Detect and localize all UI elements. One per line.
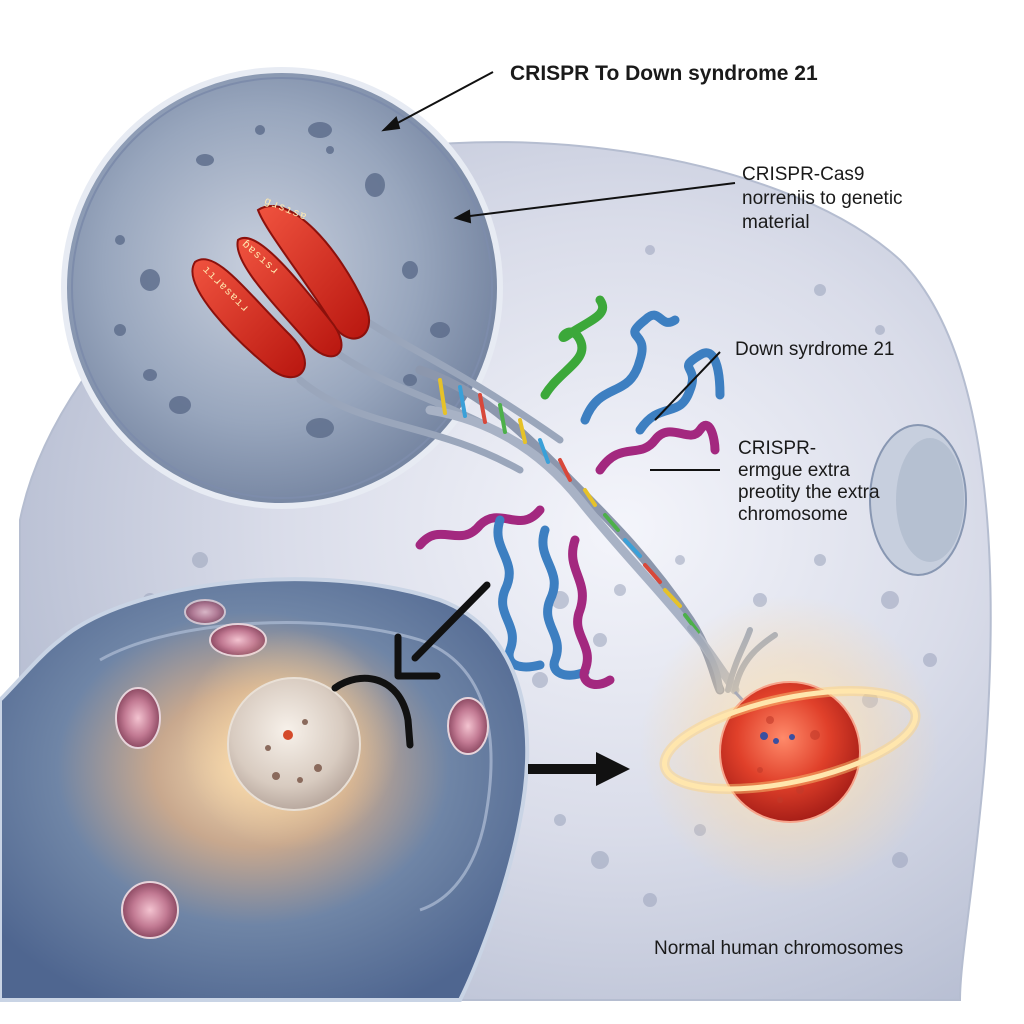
curved-marker bbox=[331, 674, 414, 749]
label-cas9-line-3: material bbox=[742, 212, 810, 233]
arrow-down-left-icon bbox=[394, 581, 491, 680]
label-normal-chromosomes: Normal human chromosomes bbox=[654, 938, 904, 959]
normal-cell bbox=[640, 595, 940, 895]
vesicle-right bbox=[869, 424, 967, 576]
helix-magenta-3 bbox=[568, 535, 615, 689]
lower-left-cell bbox=[0, 577, 530, 1002]
helix-magenta-2 bbox=[415, 505, 545, 550]
inner-nucleus bbox=[227, 677, 361, 811]
helix-green bbox=[540, 295, 608, 400]
glow-ring bbox=[661, 688, 919, 792]
label-extra-line-3: preotity the extra bbox=[738, 482, 880, 503]
helix-magenta-1 bbox=[595, 420, 720, 475]
label-cas9: CRISPR-Cas9 norreniis to genetic materia… bbox=[742, 163, 992, 235]
label-extra-line-2: ermgue extra bbox=[738, 460, 850, 481]
chromosome-2 bbox=[236, 237, 343, 358]
arrow-right-icon bbox=[528, 752, 630, 786]
cas9-protein-ribbons bbox=[415, 295, 725, 689]
red-chromosomes bbox=[191, 205, 371, 379]
label-extra-line-1: CRISPR- bbox=[738, 438, 817, 459]
label-down-syndrome: Down syrdrome 21 bbox=[735, 339, 895, 360]
pointer-lines bbox=[381, 71, 736, 471]
chromosome-1 bbox=[256, 205, 371, 340]
helix-blue-2 bbox=[635, 348, 725, 435]
helix-blue-3 bbox=[493, 515, 545, 672]
vesicles bbox=[115, 599, 489, 939]
label-cas9-line-2: norreniis to genetic bbox=[742, 188, 903, 209]
helix-blue-1 bbox=[580, 310, 680, 425]
helix-blue-4 bbox=[538, 525, 590, 680]
label-cas9-line-1: CRISPR-Cas9 bbox=[742, 164, 865, 185]
label-extra-line-4: chromosome bbox=[738, 504, 848, 525]
diagram-title: CRISPR To Down syndrome 21 bbox=[510, 62, 818, 85]
chromosome-3 bbox=[191, 258, 306, 379]
label-extra-chromosome: CRISPR- ermgue extra preotity the extra … bbox=[738, 438, 978, 526]
